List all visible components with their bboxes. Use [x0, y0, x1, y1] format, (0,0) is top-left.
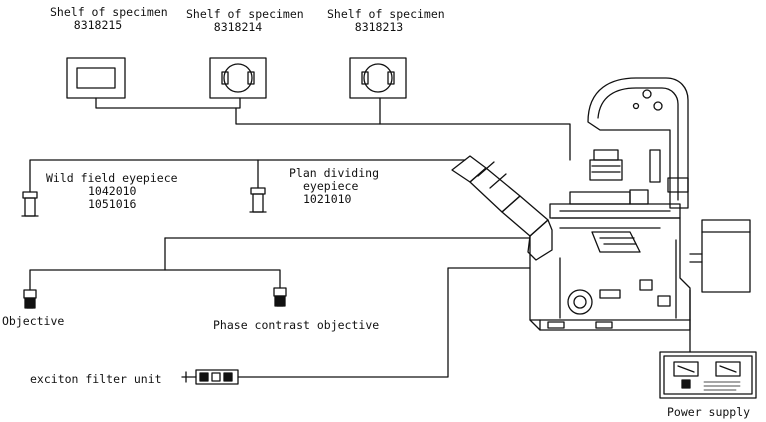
shelf-8318215-icon: [66, 57, 126, 99]
exciton-filter-unit-label: exciton filter unit: [30, 372, 162, 386]
plan-dividing-eyepiece-label: Plan dividing eyepiece 1021010: [289, 167, 379, 206]
wild-field-eyepiece-label: Wild field eyepiece 1042010 1051016: [46, 172, 178, 211]
shelf-8318215-label: Shelf of specimen 8318215: [50, 5, 168, 32]
shelf-8318213-icon: [349, 57, 407, 99]
shelf-title: Shelf of specimen: [186, 7, 304, 21]
plan-dividing-code: 1021010: [303, 192, 352, 206]
inverted-microscope-icon: [451, 77, 691, 331]
objective-label: Objective: [2, 314, 65, 328]
wild-field-title: Wild field eyepiece: [46, 171, 178, 185]
wild-field-code-1: 1042010: [88, 184, 137, 198]
power-supply-label: Power supply: [667, 405, 751, 419]
shelf-title: Shelf of specimen: [50, 5, 168, 19]
shelf-code: 8318213: [354, 20, 404, 34]
shelf-8318213-label: Shelf of specimen 8318213: [327, 7, 445, 34]
shelf-title: Shelf of specimen: [327, 7, 445, 21]
plan-dividing-title-line2: eyepiece: [303, 179, 359, 193]
phase-contrast-objective-label: Phase contrast objective: [213, 318, 380, 332]
wild-field-code-2: 1051016: [88, 197, 137, 211]
lamp-house-icon: [689, 219, 751, 293]
plan-dividing-eyepiece-icon: [249, 187, 267, 213]
phase-contrast-objective-icon: [273, 287, 287, 307]
shelf-8318214-label: Shelf of specimen 8318214: [186, 7, 304, 34]
objective-icon: [23, 289, 37, 309]
plan-dividing-title-line1: Plan dividing: [289, 166, 380, 180]
shelf-code: 8318215: [73, 18, 123, 32]
shelf-8318214-icon: [209, 57, 267, 99]
shelf-code: 8318214: [213, 20, 263, 34]
wild-field-eyepiece-icon: [21, 191, 39, 217]
exciton-filter-unit-icon: [181, 369, 239, 385]
power-supply-icon: [659, 351, 757, 399]
connection-lines: [29, 97, 691, 378]
